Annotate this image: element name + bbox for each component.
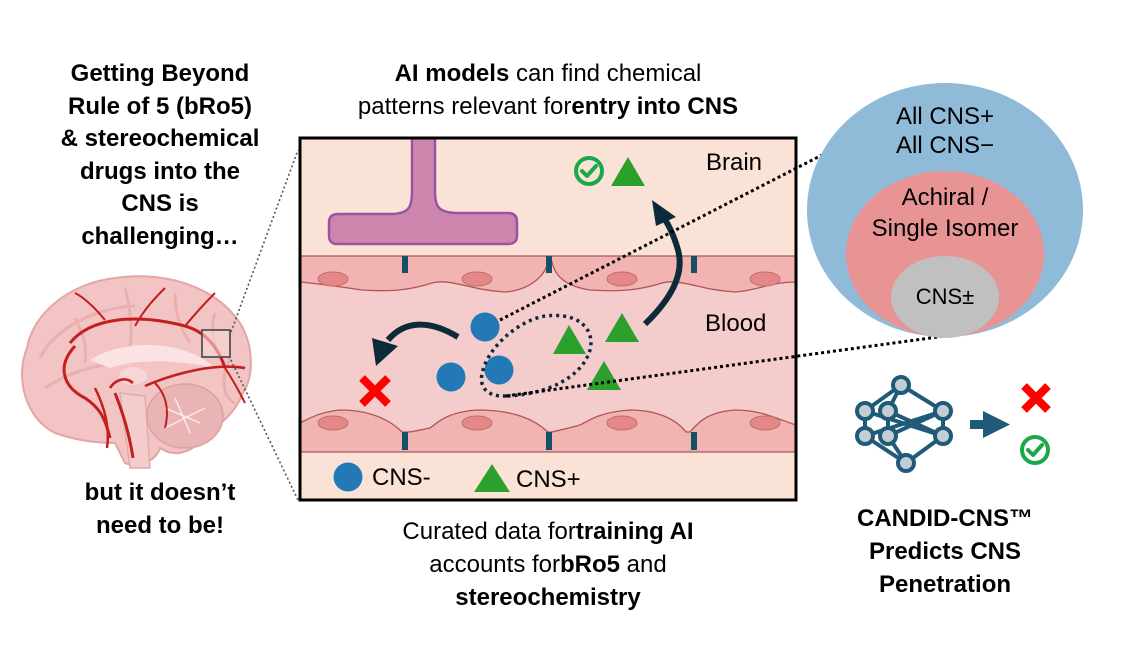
left-headline-line: drugs into the <box>80 157 240 185</box>
legend-cns-plus-label: CNS+ <box>516 466 581 493</box>
venn-outer-line: All CNS− <box>895 132 995 159</box>
venn-inner <box>891 256 999 338</box>
footer-text: and <box>620 551 667 578</box>
x-mark-icon <box>359 375 391 407</box>
left-footer: but it doesn’t need to be! <box>30 476 290 542</box>
left-headline: Getting Beyond Rule of 5 (bRo5) & stereo… <box>30 58 290 253</box>
cell-nucleus <box>606 271 638 287</box>
venn-middle-label: Achiral / Single Isomer <box>845 182 1045 244</box>
cell-nucleus <box>317 271 349 287</box>
center-footer: Curated data fortraining AI accounts for… <box>300 515 796 614</box>
neuron-terminal-icon <box>327 136 519 246</box>
check-circle-icon <box>1020 435 1050 465</box>
check-circle-icon <box>574 156 604 186</box>
curved-arrow-up-icon <box>642 200 683 327</box>
header-bold-ai-models: AI models <box>394 60 510 87</box>
left-headline-line: Rule of 5 (bRo5) <box>68 92 252 120</box>
legend-cns-minus-label: CNS- <box>372 464 431 491</box>
left-footer-line: but it doesn’t <box>84 479 236 506</box>
neural-network-icon <box>855 375 953 473</box>
blood-label: Blood <box>705 310 767 337</box>
legend-cns-minus-swatch <box>333 462 363 492</box>
endothelium-bottom <box>299 409 797 453</box>
cell-nucleus <box>606 415 638 431</box>
callout-line-bottom <box>505 334 946 398</box>
header-text: patterns relevant for <box>357 93 572 120</box>
footer-text: Curated data for <box>402 518 576 545</box>
cell-nucleus <box>749 415 781 431</box>
curved-arrow-left-icon <box>372 321 460 366</box>
cns-minus-molecule <box>436 362 466 392</box>
brain-label: Brain <box>706 149 763 176</box>
candid-title-line: CANDID-CNS™ <box>857 505 1033 532</box>
cell-nucleus <box>461 271 493 287</box>
x-mark-icon <box>1021 383 1051 413</box>
left-footer-line: need to be! <box>95 512 224 539</box>
cell-nucleus <box>461 415 493 431</box>
header-text: can find chemical <box>509 60 702 87</box>
cns-minus-molecule <box>470 312 500 342</box>
left-headline-line: CNS is <box>121 190 199 217</box>
left-headline-line: challenging… <box>81 222 239 250</box>
zoom-line-top <box>230 149 299 333</box>
venn-inner-label: CNS± <box>915 284 975 309</box>
footer-bold-stereo: stereochemistry <box>455 584 641 611</box>
tight-junction <box>546 432 552 450</box>
brain-icon <box>21 275 252 469</box>
selection-lasso <box>479 313 593 398</box>
footer-bold-training: training AI <box>575 518 694 545</box>
cell-nucleus <box>317 415 349 431</box>
callout-line-top <box>499 153 823 322</box>
left-headline-line: Getting Beyond <box>70 60 250 87</box>
footer-bold-bro5: bRo5 <box>560 551 620 578</box>
candid-cns-title: CANDID-CNS™ Predicts CNS Penetration <box>830 502 1060 601</box>
center-header: AI models can find chemical patterns rel… <box>300 57 796 123</box>
cns-minus-molecule <box>484 355 514 385</box>
cns-plus-molecule <box>605 313 639 342</box>
tight-junction <box>691 256 697 273</box>
candid-title-line: Penetration <box>878 571 1012 598</box>
legend-cns-plus-swatch <box>474 464 510 492</box>
candid-title-line: Predicts CNS <box>868 538 1022 565</box>
footer-text: accounts for <box>429 551 560 578</box>
venn-outer-label: All CNS+ All CNS− <box>845 102 1045 160</box>
tight-junction <box>546 256 552 273</box>
zoom-line-bottom <box>230 359 299 501</box>
venn-middle-line: Single Isomer <box>871 215 1019 242</box>
cns-plus-molecule <box>611 157 645 186</box>
endothelium-top <box>299 255 797 293</box>
venn-diagram <box>807 83 1083 338</box>
tight-junction <box>691 432 697 450</box>
tight-junction <box>402 432 408 450</box>
arrow-right-icon <box>970 411 1010 438</box>
cns-plus-molecule <box>553 325 586 354</box>
tight-junction <box>402 256 408 273</box>
cell-nucleus <box>749 271 781 287</box>
header-bold-entry: entry into CNS <box>571 93 739 120</box>
bbb-box <box>298 136 798 502</box>
venn-outer-line: All CNS+ <box>895 103 995 130</box>
venn-middle-line: Achiral / <box>901 184 989 211</box>
zoom-box-icon <box>201 329 231 358</box>
left-headline-line: & stereochemical <box>60 125 260 152</box>
